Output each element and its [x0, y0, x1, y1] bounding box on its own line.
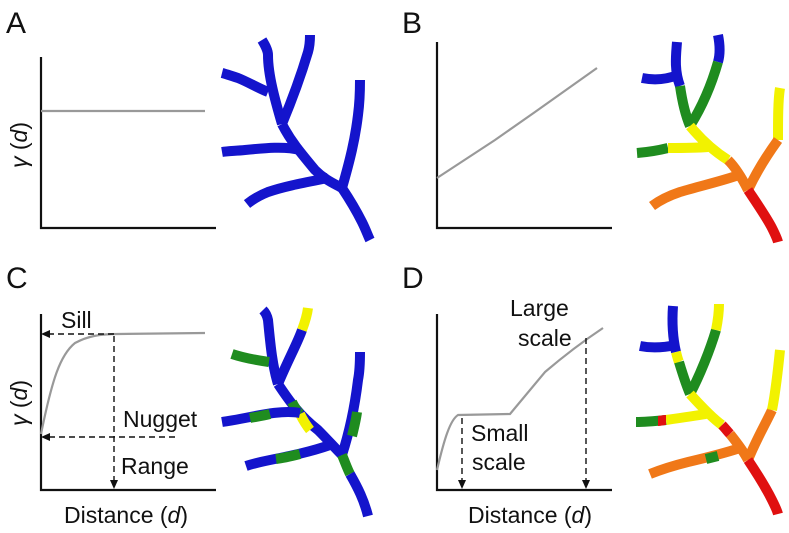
panel-d-branch: [767, 349, 785, 411]
panel-c-range-arrow: [110, 480, 118, 489]
panel-b-letter: B: [402, 7, 422, 40]
panel-b-branch: [743, 137, 783, 193]
panel-c-branch: [345, 471, 373, 518]
panel-d-river-network: [635, 303, 785, 516]
panel-a-branch: [277, 34, 315, 126]
panel-a-branch: [220, 68, 270, 97]
panel-b-branch: [743, 187, 783, 244]
panel-a-plot: γ (d): [6, 57, 216, 230]
panel-c-sill-label: Sill: [61, 307, 92, 333]
panel-b-branch: [667, 142, 709, 153]
panel-a-branch: [337, 79, 365, 190]
panel-c-branch: [347, 411, 362, 438]
panel-d-large-label: Large: [510, 295, 569, 321]
panel-c-branch: [221, 406, 301, 427]
panel-d-large-scale-arrow: [582, 480, 590, 489]
panel-d-x-axis-label: Distance (d): [468, 502, 592, 528]
panel-c-plot: Sill Nugget Range γ (d) Distance (d): [6, 307, 216, 528]
panel-c-y-axis-label: γ (d): [6, 380, 32, 426]
panel-c-branch: [249, 409, 272, 423]
panel-d-branch: [704, 451, 720, 464]
panel-d-branch: [686, 390, 725, 430]
panel-d-axes: [435, 314, 612, 492]
panel-d-small-label: Small: [471, 420, 529, 446]
panel-c-branch: [259, 306, 283, 386]
panel-c-variogram-curve: [39, 331, 206, 435]
panel-c-x-axis-label: Distance (d): [64, 502, 188, 528]
panel-c-sill-arrow: [41, 330, 50, 338]
panel-c-letter: C: [6, 262, 28, 295]
panel-c-branch: [295, 411, 314, 434]
panel-a: A γ (d): [6, 7, 375, 243]
panel-d-large-scale-label: scale: [518, 325, 572, 351]
panel-a-branch: [221, 142, 302, 157]
panel-d-plot: Large scale Small scale Distance (d): [435, 295, 612, 528]
panel-c-range-label: Range: [121, 453, 189, 479]
panel-d-branch: [671, 350, 684, 365]
panel-d-small-scale-label: scale: [472, 449, 526, 475]
panel-d-branch: [648, 443, 742, 479]
panel-d-branch: [665, 409, 707, 425]
panel-c-branch: [337, 351, 365, 457]
panel-d: D Large scale Small scale Distance (d): [402, 262, 785, 528]
panel-a-river-network: [220, 34, 375, 243]
panel-b-variogram-curve: [436, 67, 598, 179]
panel-a-letter: A: [6, 7, 26, 40]
panel-b-branch: [649, 171, 738, 211]
panel-a-branch: [337, 185, 375, 243]
panel-d-branch: [711, 303, 724, 331]
panel-b-branch: [641, 70, 680, 85]
panel-c-branch: [275, 449, 302, 464]
panel-d-branch: [743, 407, 777, 462]
panel-d-letter: D: [402, 262, 424, 295]
panel-b: B: [402, 7, 785, 244]
panel-c-river-network: [221, 306, 373, 518]
panel-a-branch: [277, 121, 345, 193]
panel-d-small-scale-arrow: [458, 480, 466, 489]
panel-c-axes: [39, 314, 216, 492]
panel-d-branch: [743, 457, 783, 516]
panel-b-branch: [670, 41, 685, 88]
panel-b-branch: [636, 143, 670, 158]
panel-d-branch: [639, 340, 678, 353]
panel-c-branch: [297, 307, 313, 332]
panel-c-branch: [244, 440, 332, 471]
panel-d-branch: [685, 328, 721, 397]
panel-b-plot: [435, 42, 612, 230]
panel-c: C Sill Nugget Range γ (d) Distance (d): [6, 262, 373, 528]
panel-b-branch: [685, 60, 723, 129]
panel-a-branch: [243, 173, 329, 208]
panel-c-nugget-arrow: [41, 433, 50, 441]
panel-c-branch: [230, 349, 270, 367]
panel-a-y-axis-label: γ (d): [6, 122, 32, 168]
panel-c-branch: [273, 381, 346, 459]
panel-a-branch: [257, 37, 287, 126]
panel-b-river-network: [636, 34, 785, 244]
panel-b-branch: [773, 87, 785, 141]
panel-d-branch: [657, 415, 667, 426]
panel-a-axes: [39, 57, 216, 230]
panel-d-branch: [718, 421, 734, 438]
panel-b-axes: [435, 42, 612, 230]
panel-c-branch: [273, 328, 307, 386]
panel-c-nugget-label: Nugget: [123, 406, 198, 432]
panel-b-branch: [713, 34, 725, 64]
panel-c-branch: [337, 453, 355, 477]
